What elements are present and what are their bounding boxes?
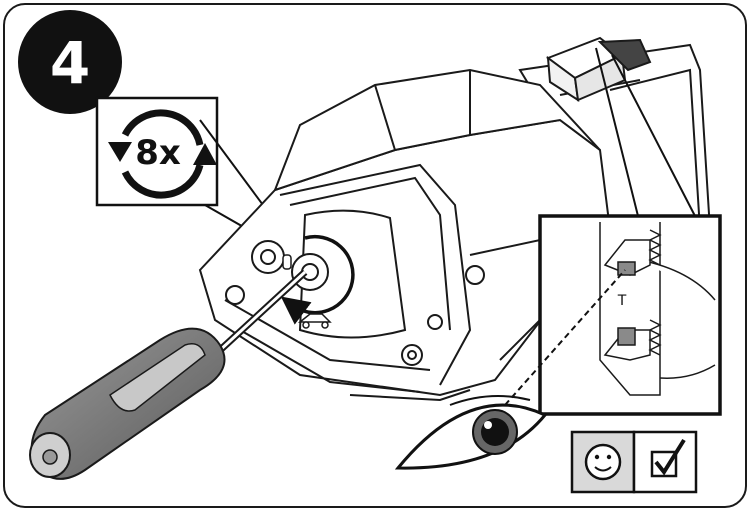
detail-panel: T — [538, 214, 722, 416]
checkbox-checked-icon — [650, 438, 686, 478]
rotation-count-label: 8x — [135, 133, 181, 173]
tab-mark-label: T — [617, 293, 627, 309]
adjustment-screw — [291, 253, 329, 291]
zoom-line — [595, 47, 639, 217]
rotation-callout: 8x — [95, 96, 219, 207]
eye-icon — [394, 395, 548, 470]
smiley-icon — [584, 443, 622, 481]
zoom-line — [611, 54, 696, 217]
rotate-arrow-icon — [280, 234, 355, 325]
bulb-icon — [282, 254, 292, 270]
step-badge: 4 — [18, 10, 122, 114]
status-box — [570, 430, 698, 494]
step-number: 4 — [50, 29, 90, 97]
adjustment-screw — [251, 240, 285, 274]
sight-line — [504, 269, 626, 406]
car-icon — [297, 313, 332, 329]
rotate-clockwise-icon — [108, 109, 217, 199]
screwdriver — [29, 269, 308, 480]
